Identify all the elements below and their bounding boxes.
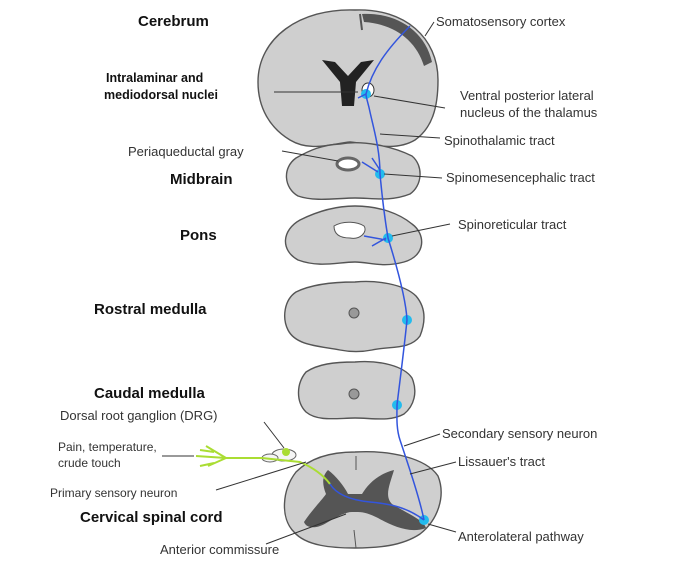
pons-section bbox=[284, 205, 423, 266]
level-label-rostral-medulla: Rostral medulla bbox=[94, 301, 207, 318]
label-intralaminar-line2: mediodorsal nuclei bbox=[104, 88, 218, 102]
label-periaqueductal-gray: Periaqueductal gray bbox=[128, 144, 244, 159]
label-drg: Dorsal root ganglion (DRG) bbox=[60, 408, 218, 423]
spinomesencephalic-branches bbox=[361, 157, 381, 173]
leader-lines bbox=[162, 21, 457, 545]
ventral-median-fissure bbox=[353, 529, 357, 549]
leader-primary-neuron bbox=[215, 461, 307, 491]
level-label-caudal-medulla: Caudal medulla bbox=[94, 385, 206, 402]
anterolateral-column bbox=[365, 25, 425, 521]
leader-periaqueductal bbox=[281, 150, 339, 162]
cerebrum-section bbox=[257, 9, 439, 148]
label-secondary-sensory-neuron: Secondary sensory neuron bbox=[442, 426, 597, 441]
label-pain-line1: Pain, temperature, bbox=[58, 440, 157, 454]
spinoreticular-branches bbox=[363, 235, 387, 247]
leader-spinomesencephalic bbox=[383, 173, 443, 179]
spinal-grey-matter bbox=[304, 470, 426, 531]
rostral-medulla-canal bbox=[348, 307, 360, 319]
leader-drg bbox=[263, 421, 285, 449]
caudal-medulla-canal bbox=[348, 388, 360, 400]
leader-vpl bbox=[373, 95, 446, 109]
periaqueductal-gray bbox=[335, 156, 361, 172]
leader-somatosensory bbox=[424, 21, 435, 37]
level-label-cervical-spinal-cord: Cervical spinal cord bbox=[80, 509, 223, 526]
label-spinothalamic-tract: Spinothalamic tract bbox=[444, 133, 555, 148]
spinal-cord-crossing bbox=[329, 483, 425, 521]
leader-spinoreticular bbox=[391, 223, 451, 237]
level-label-cerebrum: Cerebrum bbox=[138, 13, 209, 30]
cortex-fold bbox=[359, 13, 363, 31]
level-label-pons: Pons bbox=[180, 227, 217, 244]
label-anterolateral-pathway: Anterolateral pathway bbox=[458, 529, 584, 544]
thalamic-branch bbox=[357, 93, 367, 99]
leader-secondary-neuron bbox=[403, 433, 441, 447]
rostral-medulla-section bbox=[284, 280, 425, 353]
level-label-midbrain: Midbrain bbox=[170, 171, 233, 188]
fourth-ventricle bbox=[333, 221, 366, 239]
somatosensory-cortex-region bbox=[362, 13, 432, 66]
leader-lissauer bbox=[409, 461, 457, 475]
ascending-tract bbox=[329, 25, 425, 521]
label-intralaminar-line1: Intralaminar and bbox=[106, 71, 203, 85]
primary-sensory-neuron bbox=[195, 445, 331, 485]
label-lissauers-tract: Lissauer's tract bbox=[458, 454, 545, 469]
label-vpl-line1: Ventral posterior lateral bbox=[460, 88, 594, 103]
label-pain-line2: crude touch bbox=[58, 456, 121, 470]
label-spinomesencephalic-tract: Spinomesencephalic tract bbox=[446, 170, 595, 185]
leader-anterolateral bbox=[427, 523, 457, 533]
label-vpl-line2: nucleus of the thalamus bbox=[460, 105, 598, 120]
label-anterior-commissure: Anterior commissure bbox=[160, 542, 279, 557]
caudal-medulla-section bbox=[297, 360, 416, 420]
label-somatosensory-cortex: Somatosensory cortex bbox=[436, 14, 566, 29]
leader-anterior-commissure bbox=[265, 513, 347, 545]
leader-spinothalamic bbox=[379, 133, 441, 139]
label-primary-neuron: Primary sensory neuron bbox=[50, 486, 177, 500]
primary-afferent-fibers bbox=[195, 445, 331, 485]
midbrain-section bbox=[285, 142, 421, 200]
midbrain-outline bbox=[285, 142, 421, 200]
drg-soma bbox=[282, 448, 290, 456]
thalamus-ventricle bbox=[322, 60, 374, 106]
label-spinoreticular-tract: Spinoreticular tract bbox=[458, 217, 567, 232]
